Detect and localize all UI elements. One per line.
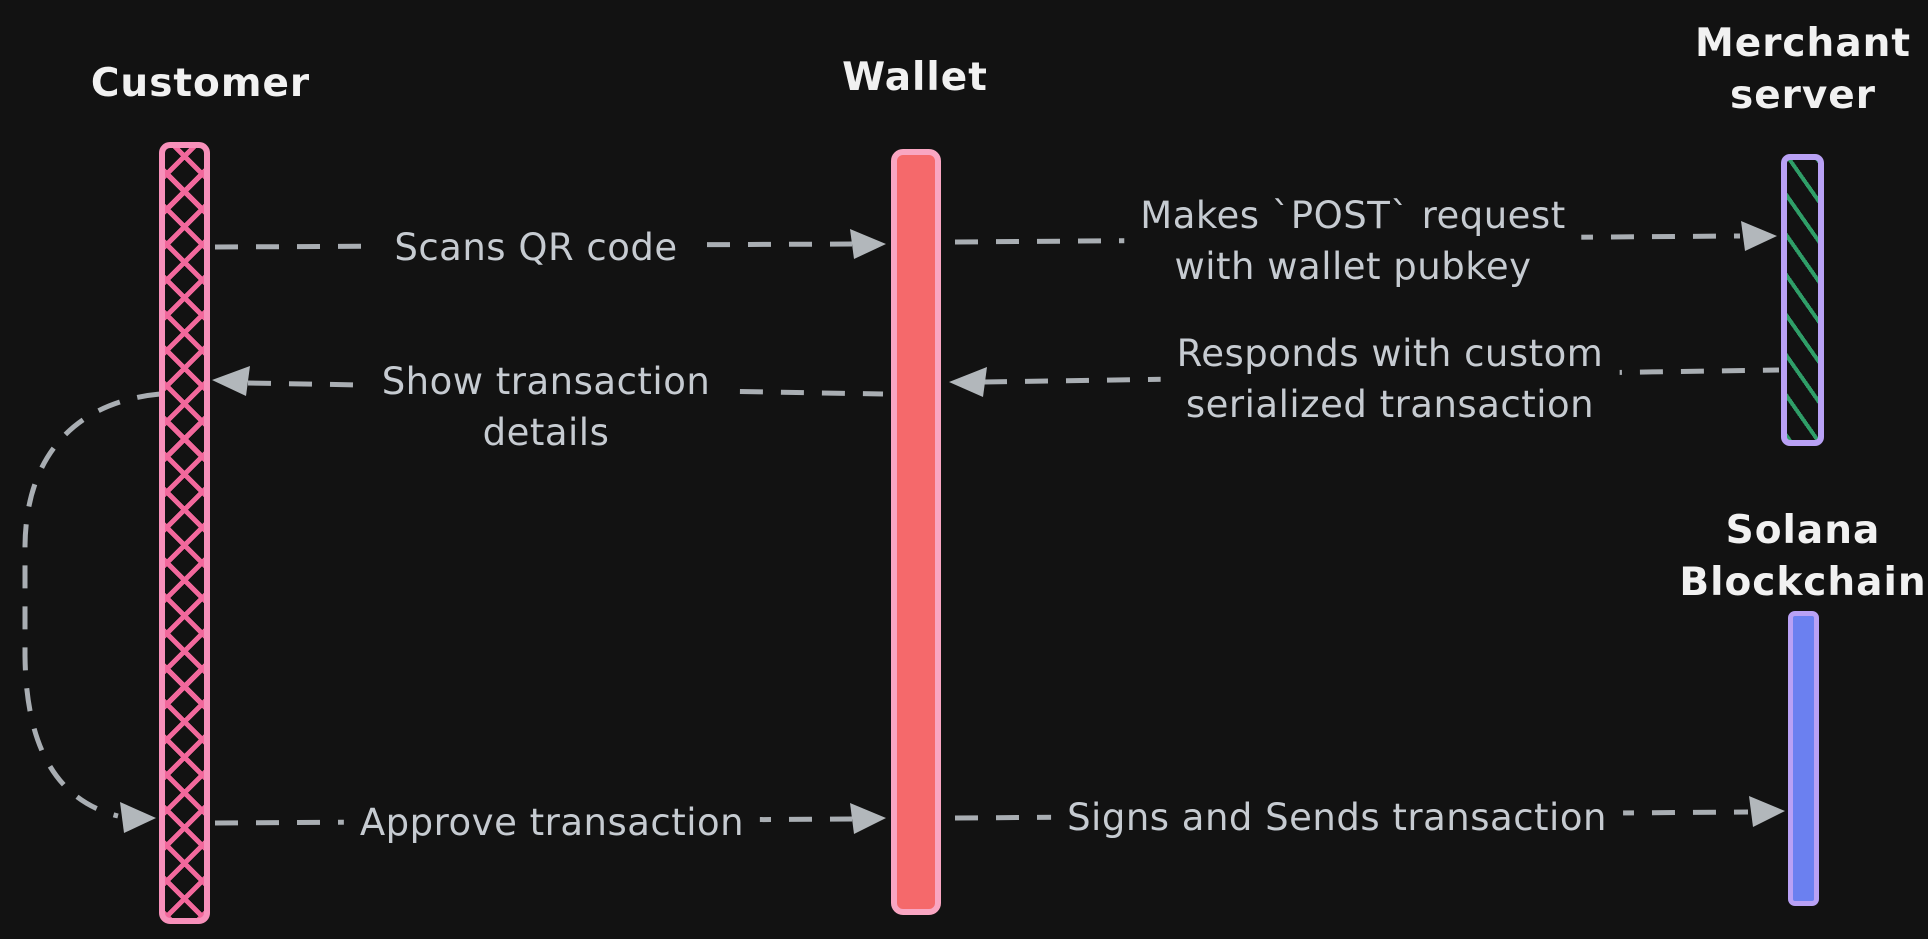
arrow-self-loop: [22, 391, 161, 833]
merchant-server-lifeline: [1781, 154, 1824, 446]
message-post-request: Makes `POST` request with wallet pubkey: [1124, 188, 1582, 294]
arrow-responds: [949, 367, 1780, 397]
wallet-label: Wallet: [842, 55, 988, 100]
arrow-approve: [214, 803, 886, 834]
message-approve: Approve transaction: [343, 795, 761, 850]
arrow-show-details: [212, 366, 884, 397]
message-responds: Responds with custom serialized transact…: [1160, 326, 1620, 432]
wallet-lifeline: [891, 149, 941, 915]
message-signs-sends: Signs and Sends transaction: [1051, 790, 1623, 845]
customer-lifeline: [159, 142, 210, 924]
message-show-details: Show transaction details: [365, 354, 727, 460]
arrow-scans-qr-code: [214, 229, 886, 259]
solana-blockchain-lifeline: [1788, 611, 1819, 906]
merchant-server-label: Merchant server: [1694, 21, 1912, 118]
message-scans-qr-code: Scans QR code: [378, 220, 694, 275]
arrow-post-request: [954, 221, 1777, 251]
customer-label: Customer: [90, 61, 311, 106]
solana-blockchain-label: Solana Blockchain: [1679, 508, 1927, 605]
